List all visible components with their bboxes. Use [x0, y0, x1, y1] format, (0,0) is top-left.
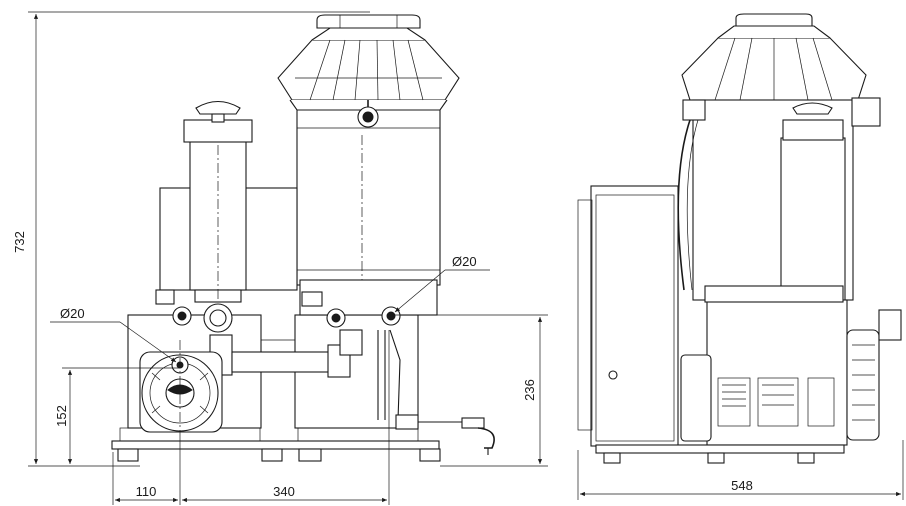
- front-base-plate: [111, 427, 441, 462]
- front-pump: [139, 351, 223, 433]
- dim-left-offset: 110: [136, 484, 157, 499]
- dim-pipe-left: Ø20: [60, 306, 85, 321]
- front-main-filter: [277, 14, 460, 316]
- front-valves: [155, 289, 401, 333]
- dim-pipe-right: Ø20: [452, 254, 477, 269]
- dim-total-height: 732: [12, 231, 27, 253]
- dim-outlet-height: 236: [522, 379, 537, 401]
- dim-base-height: 152: [54, 405, 69, 427]
- side-view: [577, 13, 902, 464]
- dimension-labels: 732 152 236 110 340 548 Ø20 Ø20: [12, 231, 753, 499]
- front-piping: [209, 329, 495, 455]
- dim-center-span: 340: [273, 484, 295, 499]
- dimension-lines: [28, 11, 904, 505]
- dim-total-depth: 548: [731, 478, 753, 493]
- front-view: [111, 14, 495, 462]
- front-cartridge-filter: [159, 100, 298, 303]
